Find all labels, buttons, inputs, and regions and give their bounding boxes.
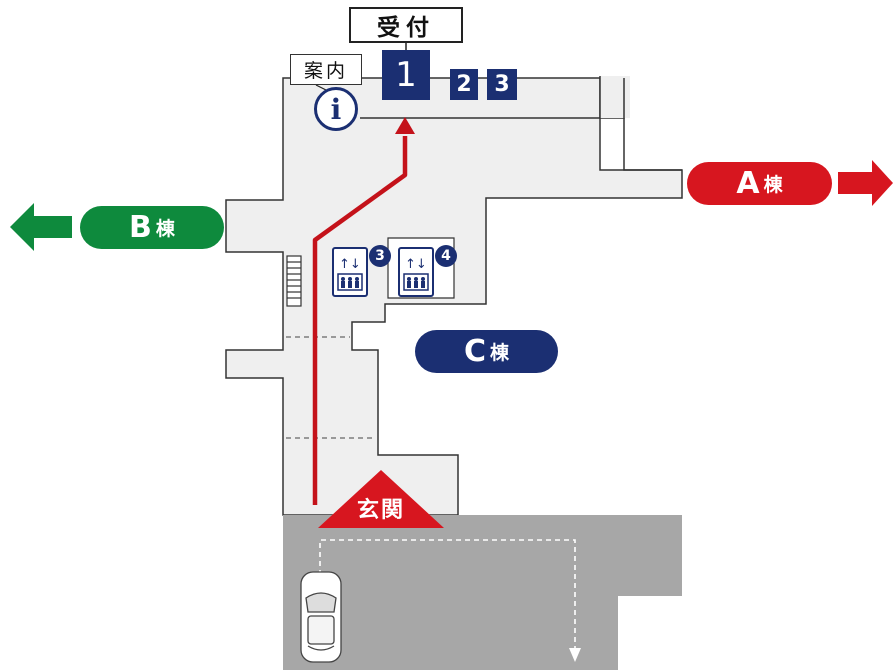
section-divider <box>286 336 376 439</box>
entrance-label: 玄関 <box>356 498 405 523</box>
information-icon: i <box>314 87 358 131</box>
building-a-letter: A <box>736 166 760 201</box>
counter-window-2: 2 <box>450 69 478 100</box>
building-b-suffix: 棟 <box>155 218 175 240</box>
info-desk-label: 案内 <box>290 54 362 85</box>
route-arrow-icon <box>395 117 415 134</box>
building-b-letter: B <box>129 210 152 245</box>
svg-text:↑↓: ↑↓ <box>339 257 361 272</box>
building-c-letter: C <box>463 334 486 369</box>
parking-area <box>283 515 682 670</box>
car-path-arrow-icon <box>569 648 581 662</box>
building-a-badge: A 棟 <box>687 162 832 205</box>
counter-window-3: 3 <box>487 69 517 100</box>
car-path <box>319 539 576 650</box>
building-b-badge: B 棟 <box>80 206 224 249</box>
car-icon <box>300 571 342 663</box>
elevator-number-3: 3 <box>369 245 391 267</box>
building-c-suffix: 棟 <box>490 342 510 364</box>
building-c-badge: C 棟 <box>415 330 558 373</box>
arrow-left-icon <box>10 203 72 251</box>
svg-text:↑↓: ↑↓ <box>405 257 427 272</box>
elevator-number-4: 4 <box>435 245 457 267</box>
counter-window-1: 1 <box>382 50 430 100</box>
route-line <box>312 136 408 505</box>
reception-label: 受付 <box>349 7 463 43</box>
stairs-icon <box>286 255 302 307</box>
building-a-suffix: 棟 <box>763 174 783 196</box>
entrance-marker <box>318 470 444 528</box>
arrow-right-icon <box>838 160 893 206</box>
